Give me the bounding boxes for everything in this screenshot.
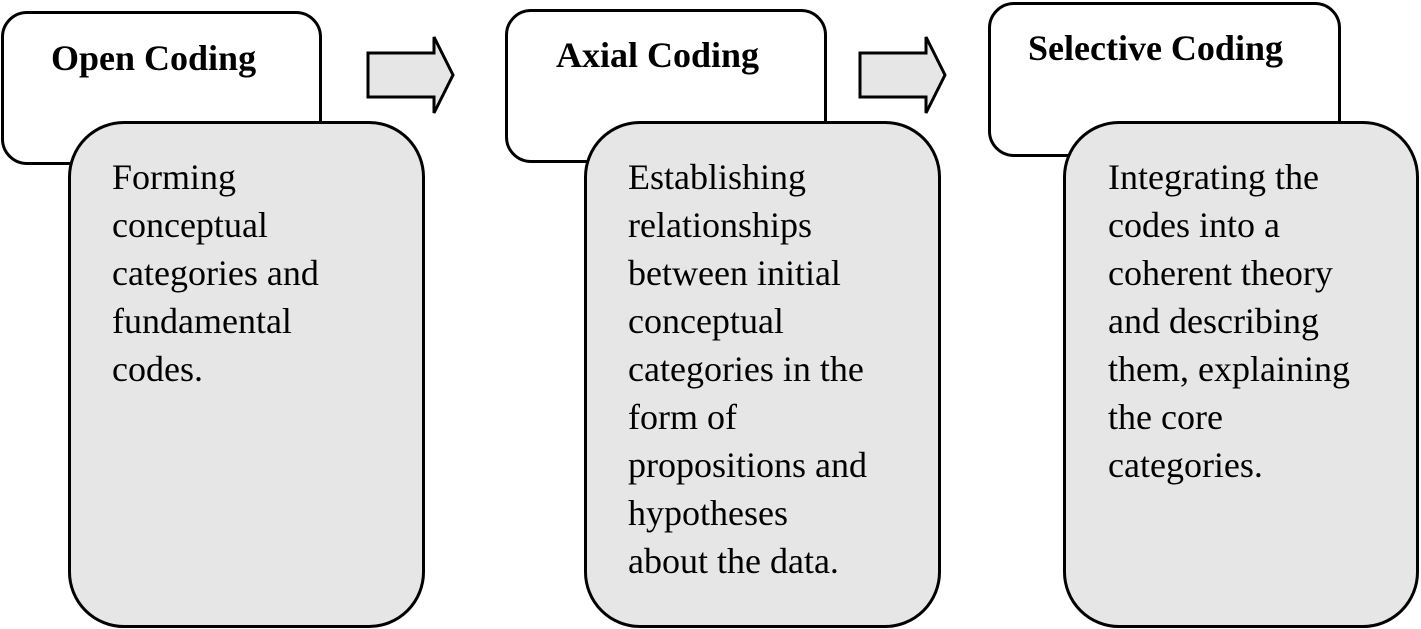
axial-coding-title: Axial Coding (556, 35, 760, 75)
right-arrow-icon (858, 36, 947, 114)
selective-coding-title: Selective Coding (1028, 28, 1283, 68)
selective-coding-description: Integrating the codes into a coherent th… (1108, 157, 1350, 485)
open-coding-title: Open Coding (51, 38, 257, 78)
axial-coding-description-box (584, 121, 941, 628)
open-coding-description: Forming conceptual categories and fundam… (112, 157, 319, 389)
open-coding-description-box (68, 121, 425, 628)
selective-coding-description-box (1063, 121, 1419, 628)
right-arrow-icon (366, 36, 455, 114)
axial-coding-description: Establishing relationships between initi… (628, 157, 867, 581)
